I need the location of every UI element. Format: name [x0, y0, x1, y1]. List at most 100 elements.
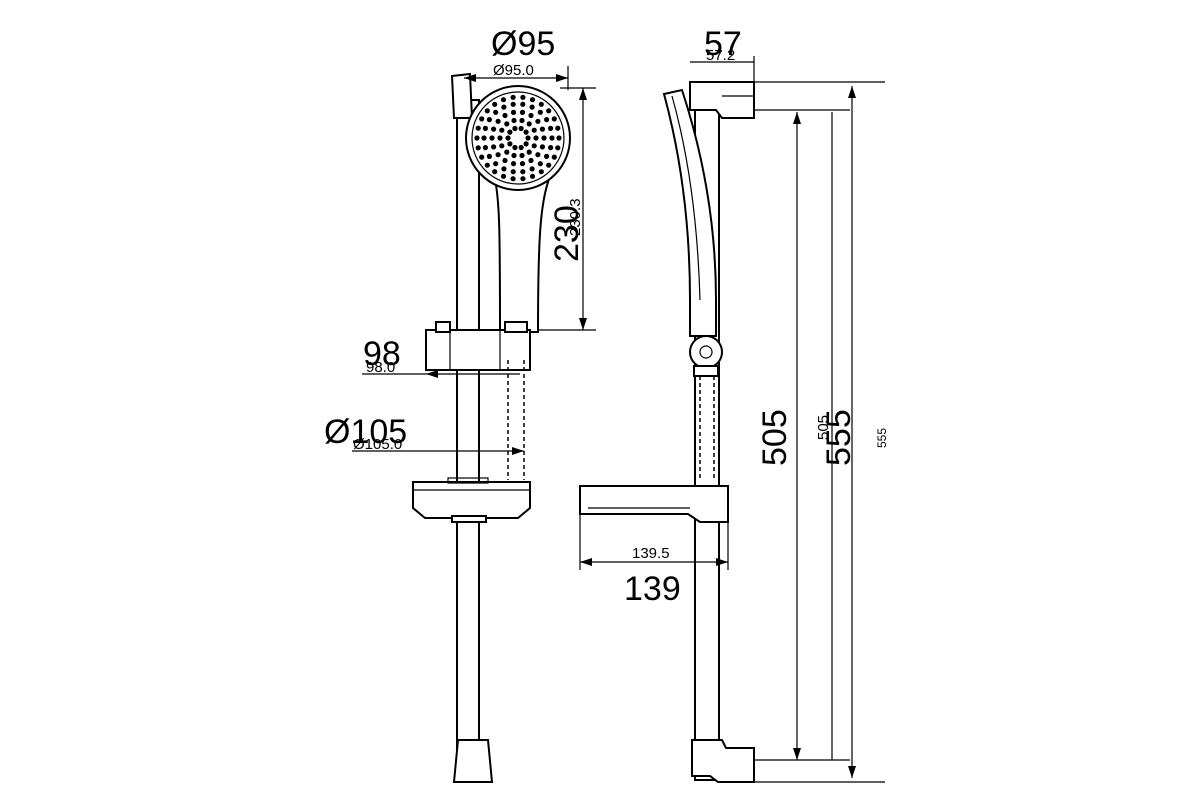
side-soap-dish: [579, 485, 729, 523]
nozzle-dot: [526, 149, 532, 155]
front-soap-dish: [412, 481, 531, 519]
dim-head-diameter-precise: Ø95.0: [493, 62, 534, 79]
dimension-arrowhead: [556, 74, 568, 82]
nozzle-dot: [500, 173, 507, 179]
nozzle-dot: [482, 145, 488, 151]
side-handset: [662, 88, 717, 337]
nozzle-dot: [549, 135, 555, 141]
nozzle-dot: [504, 149, 510, 155]
dim-head-length-precise: 230.3: [567, 198, 584, 236]
dim-dish-diameter: Ø105: [324, 413, 407, 451]
nozzle-dot: [525, 135, 531, 141]
dimension-arrowhead: [580, 558, 592, 566]
nozzle-dot: [511, 152, 517, 159]
nozzle-dot: [484, 162, 490, 168]
front-holder-tab-left: [435, 321, 451, 333]
nozzle-dot: [499, 127, 505, 133]
nozzle-dot: [520, 169, 526, 175]
nozzle-dot: [526, 121, 532, 127]
nozzle-dot: [474, 135, 480, 141]
dimension-arrowhead: [579, 318, 587, 330]
dimension-arrowhead: [579, 88, 587, 100]
nozzle-dot: [491, 144, 497, 150]
nozzle-dot: [493, 161, 499, 167]
nozzle-dot: [495, 118, 501, 124]
dimension-arrowhead: [464, 74, 476, 82]
nozzle-dot: [502, 157, 508, 164]
nozzle-dot: [528, 157, 534, 164]
nozzle-dot: [529, 173, 536, 179]
side-holder-knob-inner: [699, 345, 713, 359]
nozzle-dot: [504, 121, 510, 127]
nozzle-dot: [492, 169, 498, 175]
nozzle-dot: [512, 144, 518, 151]
nozzle-dot: [529, 97, 536, 103]
dimension-arrowhead: [716, 558, 728, 566]
dim-dish-depth-precise: 139.5: [632, 545, 670, 562]
dim-side-width: 57: [704, 25, 742, 63]
nozzle-dot: [510, 101, 516, 107]
dimension-arrowhead: [512, 447, 524, 455]
nozzle-dot: [501, 104, 507, 110]
nozzle-dot: [475, 125, 481, 131]
nozzle-dot: [481, 135, 487, 141]
nozzle-dot: [556, 135, 562, 141]
nozzle-dot: [528, 112, 534, 119]
nozzle-dot: [535, 152, 541, 158]
nozzle-dot: [491, 126, 497, 132]
nozzle-dot: [519, 161, 526, 167]
dimension-arrowhead: [426, 370, 438, 378]
front-dimensions: Ø95 Ø95.0 230 230.3 98 98.0 Ø105 Ø105.0: [324, 25, 596, 453]
nozzle-dot: [519, 117, 525, 124]
nozzle-dot: [501, 166, 507, 172]
nozzle-dot: [507, 129, 513, 135]
nozzle-dot: [510, 109, 517, 115]
nozzle-dot: [492, 101, 498, 107]
nozzle-dot: [479, 154, 485, 160]
nozzle-dot: [531, 143, 537, 149]
nozzle-dot: [510, 161, 517, 167]
nozzle-dot: [546, 108, 552, 114]
nozzle-dot: [484, 108, 490, 114]
front-bottom-bracket: [452, 739, 494, 783]
nozzle-dot: [539, 144, 546, 150]
nozzle-dot: [539, 126, 546, 132]
nozzle-dot: [529, 104, 535, 110]
dim-holder-offset-precise: 98.0: [366, 359, 395, 376]
dim-head-diameter: Ø95: [491, 25, 555, 63]
nozzle-dot: [523, 129, 529, 135]
nozzle-dot: [548, 125, 554, 131]
front-holder-tab-right: [504, 321, 528, 333]
nozzle-dot: [510, 176, 516, 182]
nozzle-dot: [544, 117, 550, 123]
dimension-arrowhead: [793, 112, 801, 124]
front-rail: [456, 99, 480, 781]
nozzle-dot: [523, 141, 529, 147]
nozzle-dot: [502, 112, 508, 119]
front-head-outer: [465, 85, 571, 191]
nozzle-dot: [531, 127, 537, 133]
nozzle-dot: [537, 109, 543, 115]
nozzle-dot: [538, 101, 544, 107]
side-view: [579, 81, 755, 783]
side-holder-knob: [689, 335, 723, 369]
nozzle-dot: [475, 145, 481, 151]
front-dish-bottom-clip: [451, 515, 487, 523]
front-holder: [425, 329, 531, 371]
nozzle-dot: [538, 169, 544, 175]
dimension-arrowhead: [793, 748, 801, 760]
side-bottom-bracket: [691, 739, 755, 783]
nozzle-dot: [518, 125, 524, 132]
nozzle-dot: [518, 144, 524, 151]
dim-overall-height-outer: 555: [875, 428, 889, 448]
nozzle-dot: [520, 94, 526, 100]
nozzle-dot: [512, 125, 518, 132]
nozzle-dot: [495, 152, 501, 158]
nozzle-dot: [535, 118, 541, 124]
nozzle-dot: [555, 145, 561, 151]
nozzle-dot: [497, 135, 503, 141]
nozzle-dot: [544, 153, 550, 159]
front-dish-top-clip: [447, 477, 489, 484]
nozzle-dot: [493, 109, 499, 115]
